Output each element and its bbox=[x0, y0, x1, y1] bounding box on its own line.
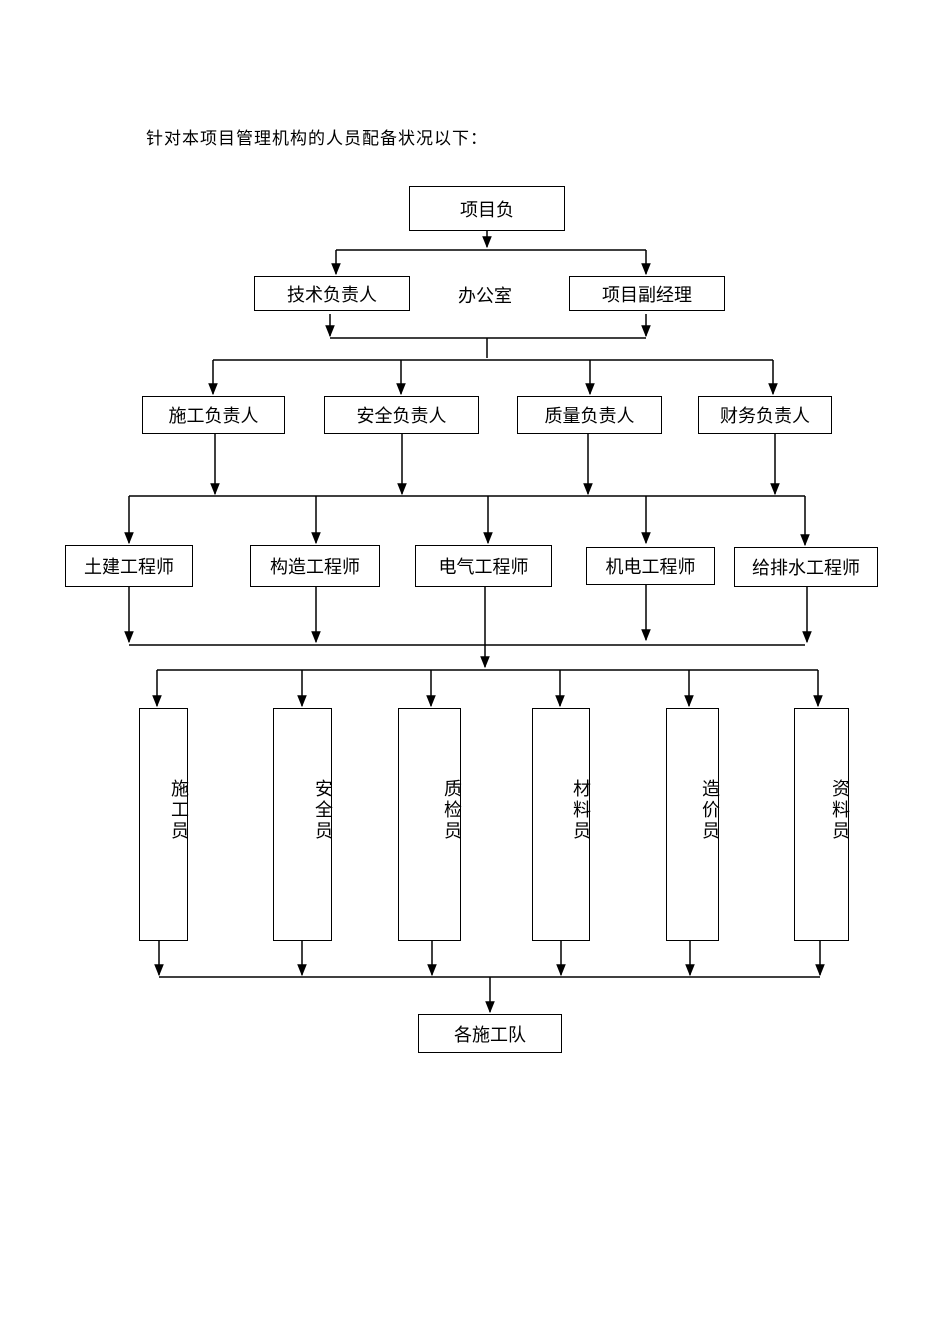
node-construction-staff-label: 施工员 bbox=[168, 779, 189, 842]
node-quality-lead: 质量负责人 bbox=[517, 396, 662, 434]
office-label: 办公室 bbox=[458, 286, 512, 307]
node-technical-lead: 技术负责人 bbox=[254, 276, 410, 311]
node-records-staff: 资料员 bbox=[794, 708, 850, 941]
node-finance-lead: 财务负责人 bbox=[698, 396, 832, 434]
node-cost-staff: 造价员 bbox=[666, 708, 720, 941]
node-deputy-manager: 项目副经理 bbox=[569, 276, 725, 311]
node-safety-lead: 安全负责人 bbox=[324, 396, 479, 434]
node-materials-staff: 材料员 bbox=[532, 708, 591, 941]
node-construction-teams: 各施工队 bbox=[418, 1014, 562, 1053]
node-cost-staff-label: 造价员 bbox=[699, 779, 720, 842]
node-plumbing-engineer: 给排水工程师 bbox=[734, 547, 878, 587]
node-construction-lead: 施工负责人 bbox=[142, 396, 285, 434]
node-civil-engineer: 土建工程师 bbox=[65, 545, 193, 587]
node-quality-inspector: 质检员 bbox=[398, 708, 462, 941]
intro-text: 针对本项目管理机构的人员配备状况以下： bbox=[146, 129, 488, 149]
node-mechanical-engineer: 机电工程师 bbox=[586, 547, 715, 585]
node-project-lead: 项目负 bbox=[409, 186, 565, 231]
node-electrical-engineer: 电气工程师 bbox=[415, 545, 552, 587]
node-materials-staff-label: 材料员 bbox=[570, 779, 591, 842]
node-quality-inspector-label: 质检员 bbox=[441, 779, 462, 842]
node-records-staff-label: 资料员 bbox=[829, 779, 850, 842]
node-safety-staff: 安全员 bbox=[273, 708, 333, 941]
node-construction-staff: 施工员 bbox=[139, 708, 189, 941]
node-safety-staff-label: 安全员 bbox=[312, 779, 333, 842]
node-structural-engineer: 构造工程师 bbox=[250, 545, 380, 587]
